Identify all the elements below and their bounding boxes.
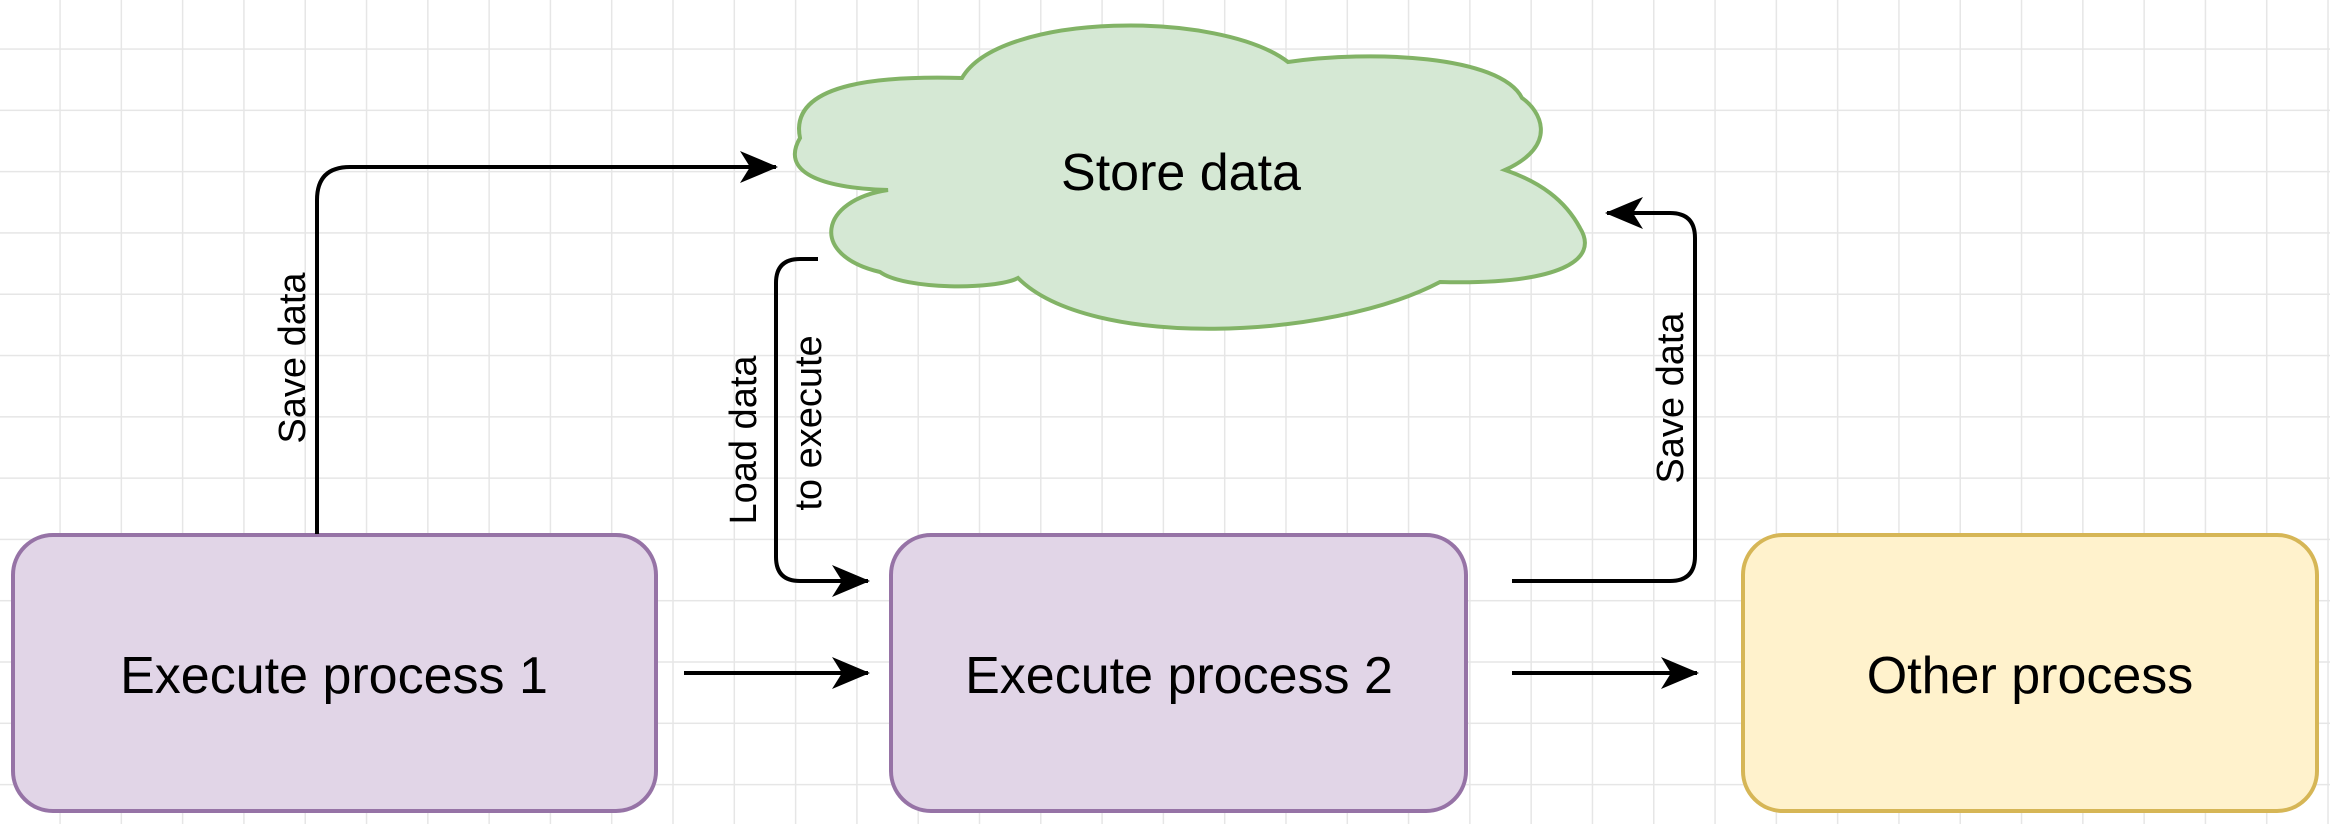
edge-save-data-2[interactable]: Save data bbox=[1512, 197, 1697, 583]
edge-line bbox=[774, 257, 870, 597]
process-2-box bbox=[889, 533, 1468, 813]
edge-load-data[interactable]: Load data to execute bbox=[723, 257, 870, 597]
save-data-label-1: Save data bbox=[272, 272, 314, 444]
store-data-label: Store data bbox=[1061, 144, 1301, 202]
execute-process-1-node[interactable]: Execute process 1 bbox=[11, 533, 658, 813]
process-1-box bbox=[11, 533, 658, 813]
store-data-node[interactable]: Store data bbox=[792, 23, 1587, 331]
load-data-label-line-1: Load data bbox=[723, 355, 765, 525]
other-process-box bbox=[1741, 533, 2319, 813]
cloud-shape bbox=[792, 23, 1587, 331]
execute-process-1-label: Execute process 1 bbox=[120, 647, 548, 705]
edge-line bbox=[1512, 197, 1697, 583]
save-data-label-2: Save data bbox=[1650, 312, 1692, 484]
edge-save-data-1[interactable]: Save data bbox=[272, 151, 778, 534]
load-data-label-line-2: to execute bbox=[788, 335, 830, 510]
execute-process-2-node[interactable]: Execute process 2 bbox=[889, 533, 1468, 813]
execute-process-2-label: Execute process 2 bbox=[965, 647, 1393, 705]
edge-line bbox=[315, 151, 778, 534]
other-process-node[interactable]: Other process bbox=[1741, 533, 2319, 813]
other-process-label: Other process bbox=[1867, 647, 2194, 705]
